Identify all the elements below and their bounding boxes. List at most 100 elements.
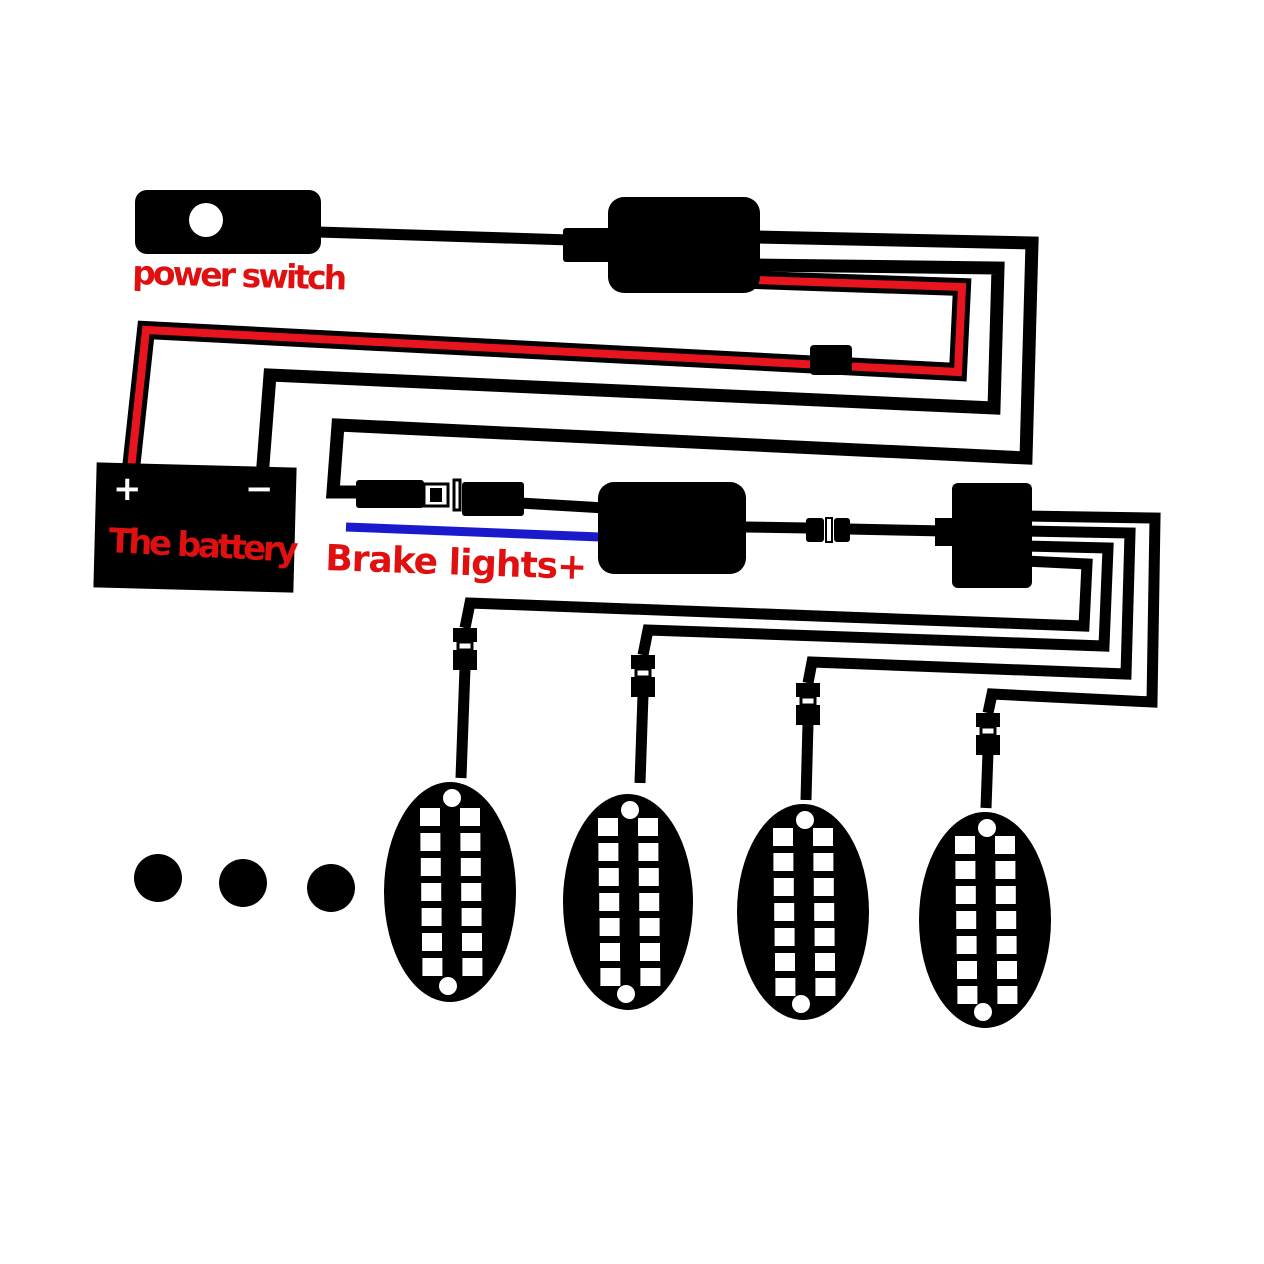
lamp-1-led-2-3 [460, 858, 481, 876]
inline-fuse [810, 345, 852, 375]
power-switch-label: power switch [132, 253, 348, 298]
lamp-1-led-1-5 [421, 908, 442, 926]
lamp-2-led-1-1 [598, 818, 618, 836]
lamp-2-top-hole-icon [621, 801, 639, 819]
lamp-3-connector-top [796, 683, 820, 697]
battery-plus-terminal-label: + [113, 469, 142, 509]
lamp-2-connector-top [631, 655, 655, 669]
power-switch: power switch [132, 190, 348, 298]
lamp-1-led-1-1 [420, 808, 440, 826]
lamp-1-top-hole-icon [443, 789, 461, 807]
lamp-lead-2 [634, 694, 649, 784]
lamp-3-led-2-6 [815, 953, 835, 971]
lamp-4 [919, 713, 1051, 1028]
lamp-2-led-2-4 [639, 893, 660, 911]
lamp-3-led-2-2 [813, 853, 834, 871]
lamp-4-led-2-1 [995, 836, 1015, 854]
lamp-4-connector-gap [979, 725, 997, 737]
wire-branch-lamp-3 [802, 525, 1136, 685]
lamp-3-body [737, 804, 869, 1020]
brake-lights-label: Brake lights+ [325, 538, 588, 588]
lamp-1-led-1-3 [420, 858, 441, 876]
lamps [384, 628, 1051, 1028]
lamp-2-led-1-7 [600, 968, 621, 986]
lamp-3-led-1-4 [774, 903, 795, 921]
lamp-1-bottom-hole-icon [439, 977, 457, 995]
lamp-4-led-2-2 [995, 861, 1016, 879]
lamp-lead-4 [980, 751, 994, 809]
battery-minus-terminal-label: − [245, 469, 274, 509]
lamp-4-led-2-4 [996, 911, 1017, 929]
lamp-1-led-2-4 [461, 883, 482, 901]
lamp-2-led-1-3 [598, 868, 619, 886]
lamp-4-led-1-2 [955, 861, 976, 879]
lamp-3-led-2-1 [813, 828, 833, 846]
wire-brake-lights-blue [345, 522, 601, 542]
lamp-1 [384, 628, 516, 1002]
lamp-3-led-2-5 [814, 928, 835, 946]
lamp-2-led-2-5 [639, 918, 660, 936]
brake-connector [356, 478, 524, 516]
wire-brake-to-box [519, 497, 606, 514]
more-lamps-ellipsis [134, 854, 355, 912]
lamp-2-body [563, 794, 693, 1010]
lamp-4-led-1-6 [957, 961, 977, 979]
lamp-2-led-2-6 [640, 943, 660, 961]
wire-branch-lamp-1 [459, 555, 1093, 632]
ellipsis-dot-2 [219, 859, 267, 907]
lamp-4-led-2-3 [995, 886, 1016, 904]
wires [121, 226, 1161, 809]
lamp-3-connector-bottom [796, 705, 820, 725]
lamp-1-led-1-4 [421, 883, 442, 901]
battery: + − The battery [93, 462, 299, 593]
lamp-4-led-1-1 [955, 836, 975, 854]
lamp-2-led-2-3 [638, 868, 659, 886]
lamp-3-led-2-3 [813, 878, 834, 896]
lamp-3-led-1-2 [773, 853, 794, 871]
lamp-2-connector-bottom [631, 677, 655, 697]
lamp-2-led-1-6 [600, 943, 620, 961]
wire-red-positive-core [126, 276, 967, 479]
lamp-1-led-2-5 [461, 908, 482, 926]
lamp-1-body [384, 782, 516, 1002]
lamp-4-led-2-6 [997, 961, 1017, 979]
lamp-4-body [919, 812, 1051, 1028]
ellipsis-dot-1 [134, 854, 182, 902]
lamp-2-led-2-7 [640, 968, 661, 986]
lamp-4-led-1-3 [955, 886, 976, 904]
lamp-3-led-2-7 [815, 978, 836, 996]
lamp-2-connector-gap [634, 667, 652, 679]
lamp-4-led-1-7 [957, 986, 978, 1004]
lamp-2-led-2-1 [638, 818, 658, 836]
lamp-2-led-1-4 [599, 893, 620, 911]
lamp-2 [563, 655, 693, 1010]
wire-box-to-splitter [744, 521, 946, 537]
inline-plug [806, 517, 850, 543]
wire-outer-loop [325, 230, 1039, 499]
lamp-1-led-2-2 [460, 833, 481, 851]
lamp-3-led-1-1 [773, 828, 793, 846]
wire-branch-lamp-4 [982, 510, 1161, 715]
lamp-3-bottom-hole-icon [792, 995, 810, 1013]
control-box-top [563, 197, 760, 293]
lamp-1-led-2-1 [460, 808, 480, 826]
lamp-4-connector-bottom [976, 735, 1000, 755]
lamp-4-led-1-5 [956, 936, 977, 954]
lamp-3-led-1-5 [774, 928, 795, 946]
power-switch-button-icon [189, 203, 223, 237]
lamp-4-connector-top [976, 713, 1000, 727]
lamp-lead-1 [455, 667, 471, 779]
lamp-4-led-2-5 [996, 936, 1017, 954]
splitter-box [935, 483, 1032, 588]
lamp-1-connector-gap [456, 640, 474, 652]
wire-power-switch [317, 226, 571, 246]
lamp-lead-3 [800, 722, 814, 801]
lamp-1-led-1-6 [422, 933, 442, 951]
controller-box-middle [598, 482, 746, 574]
lamp-1-connector-top [453, 628, 477, 642]
lamp-3-led-2-4 [814, 903, 835, 921]
lamp-3-led-1-6 [775, 953, 795, 971]
lamp-2-led-2-2 [638, 843, 659, 861]
ellipsis-dot-3 [307, 864, 355, 912]
